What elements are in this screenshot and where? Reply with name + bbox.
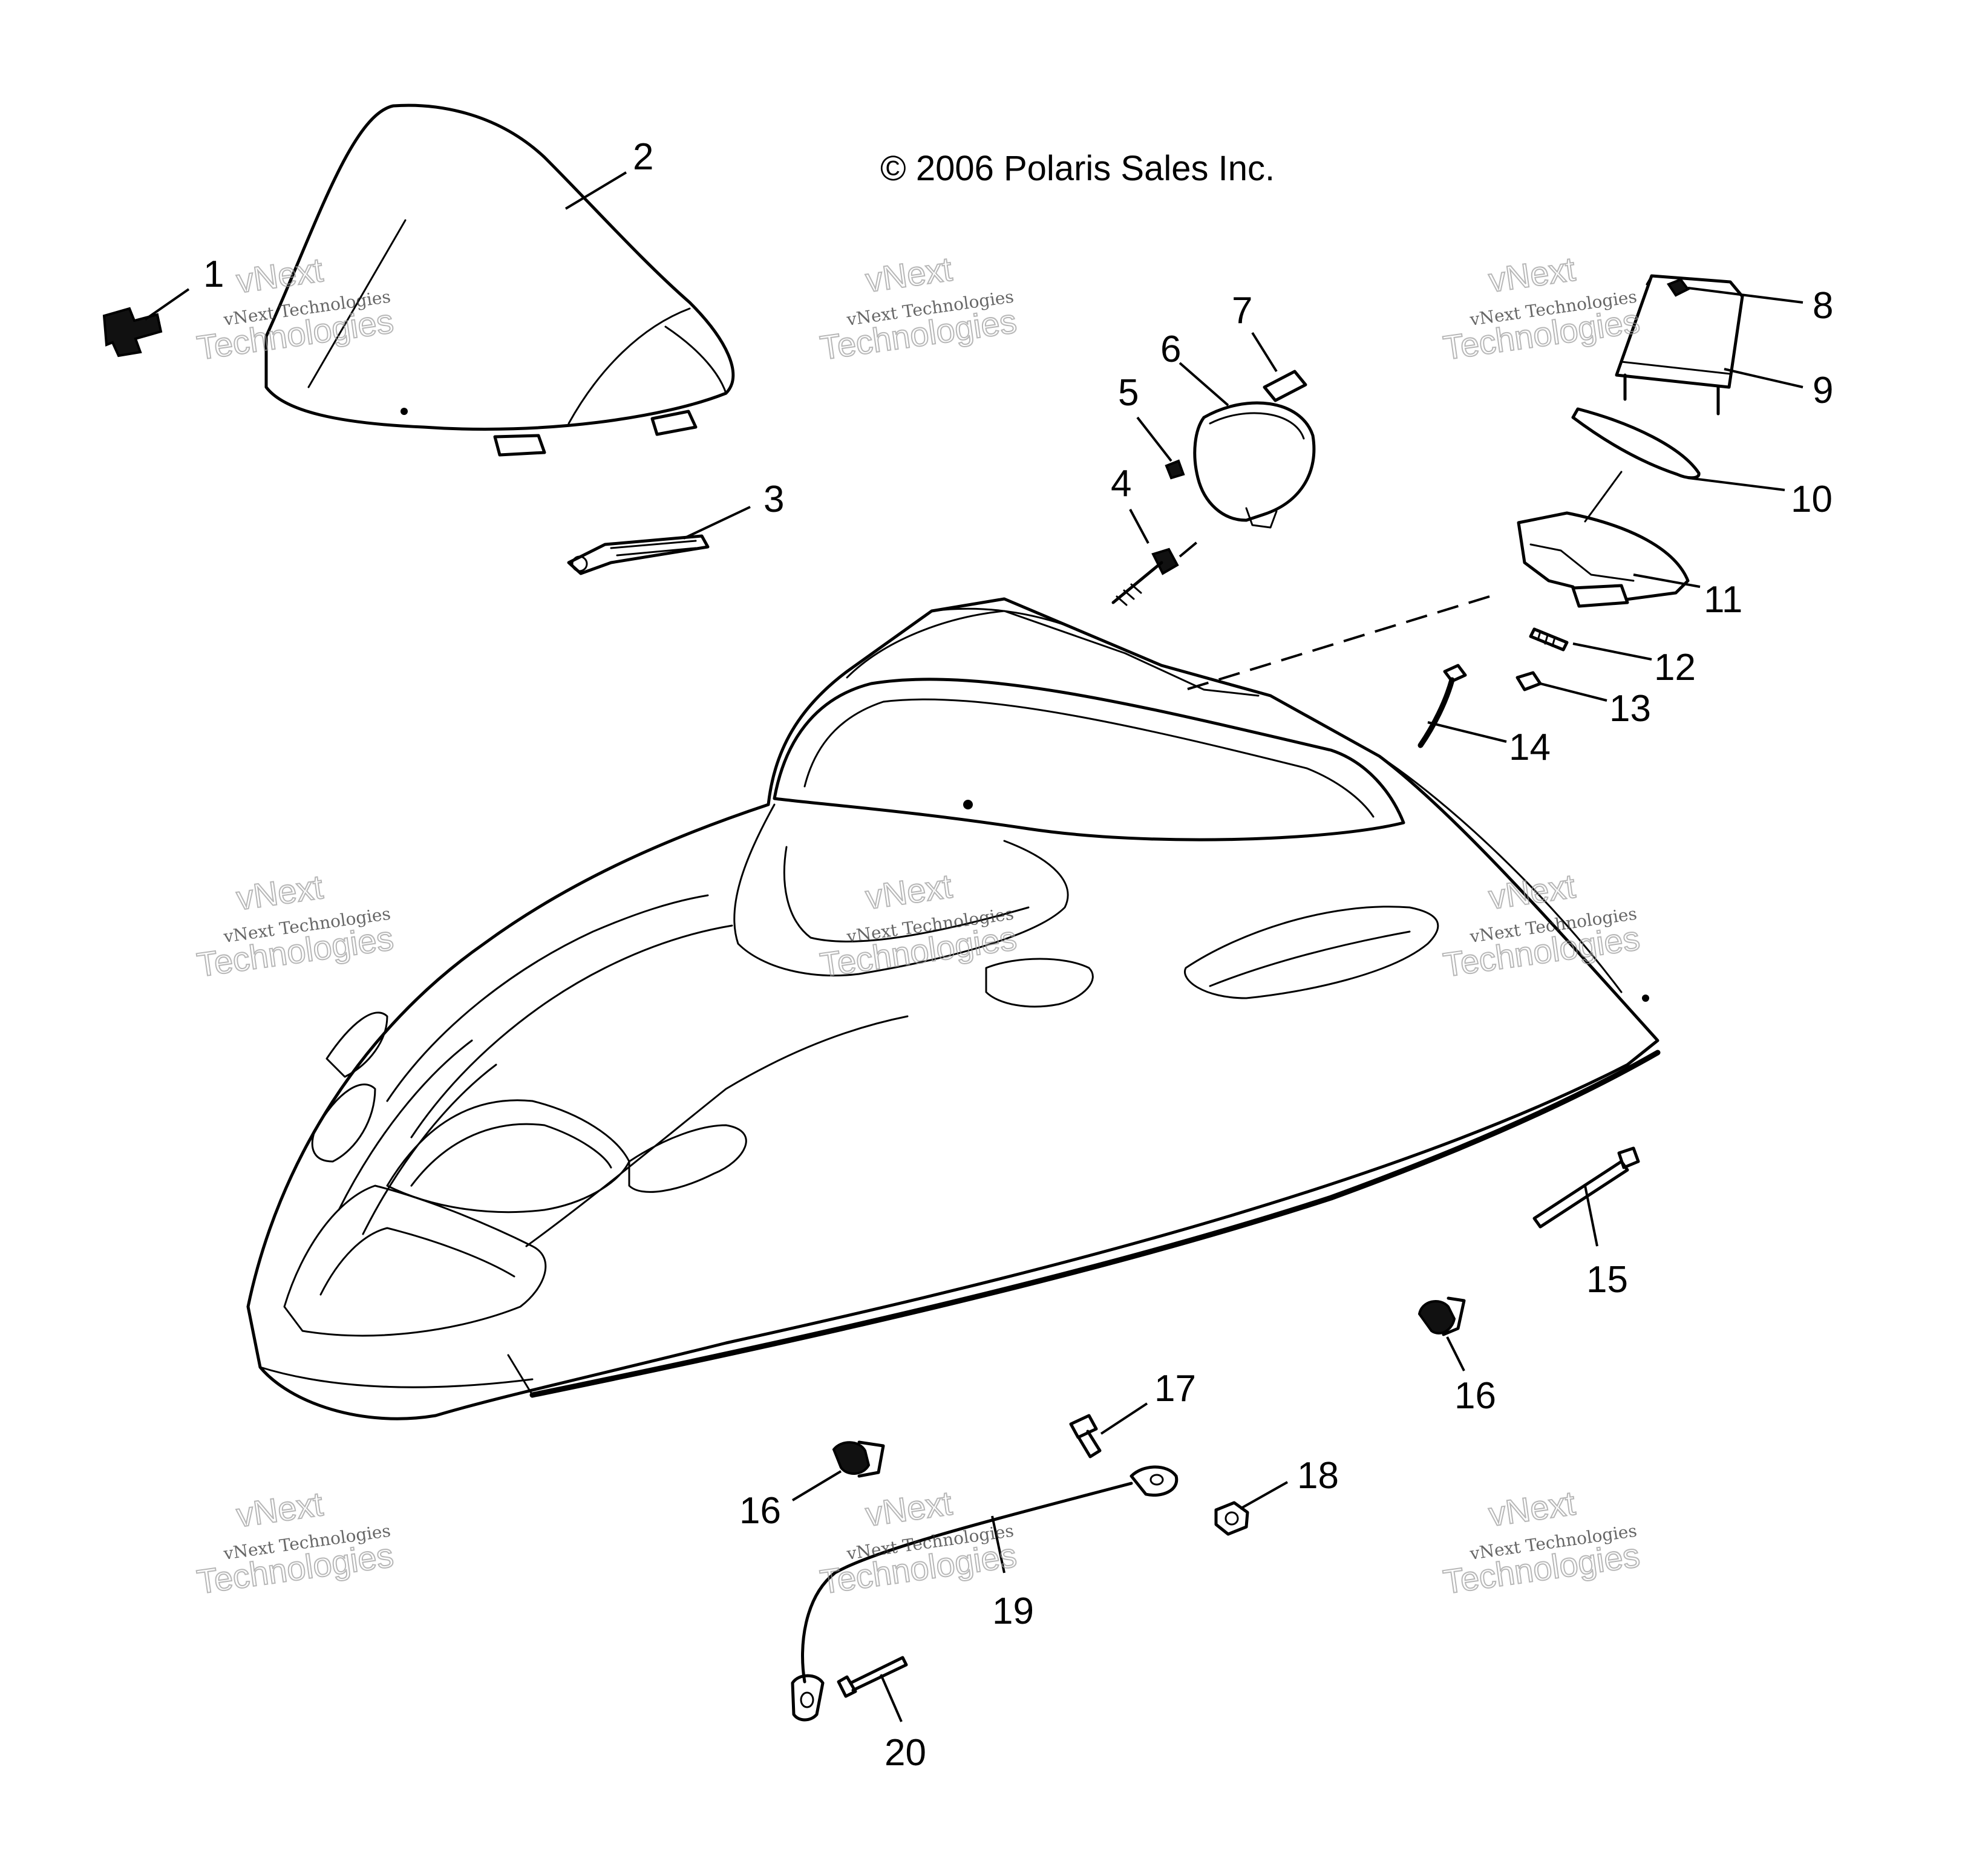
callout-12: 12 xyxy=(1654,647,1696,688)
watermark-4: vNext Technologies vNext Technologies xyxy=(194,867,396,985)
watermark-8: vNext Technologies vNext Technologies xyxy=(817,1483,1019,1602)
watermark-2: vNext Technologies vNext Technologies xyxy=(817,249,1019,368)
svg-text:vNext: vNext xyxy=(863,1484,955,1534)
part-5-clip xyxy=(1136,416,1185,480)
callout-1: 1 xyxy=(203,253,224,295)
copyright-text: © 2006 Polaris Sales Inc. xyxy=(880,149,1275,188)
svg-text:vNext: vNext xyxy=(863,250,955,299)
hood-body xyxy=(246,597,1661,1420)
callout-17: 17 xyxy=(1154,1368,1196,1410)
callout-4: 4 xyxy=(1111,463,1131,505)
callout-11: 11 xyxy=(1704,579,1742,621)
callout-5: 5 xyxy=(1118,372,1139,414)
part-3-strap xyxy=(567,506,751,575)
part-13-nut xyxy=(1516,671,1607,702)
callout-8: 8 xyxy=(1813,285,1833,327)
watermark-6: vNext Technologies vNext Technologies xyxy=(1440,866,1643,985)
svg-text:vNext: vNext xyxy=(1486,867,1578,916)
callout-2: 2 xyxy=(633,136,653,178)
part-19-tether xyxy=(791,1465,1179,1722)
part-6-ring xyxy=(1179,362,1316,529)
callout-3: 3 xyxy=(763,479,784,520)
part-4-connector xyxy=(1111,509,1199,606)
part-16-clip-left xyxy=(791,1440,885,1501)
svg-text:vNext: vNext xyxy=(234,1485,325,1534)
part-18-nut xyxy=(1214,1481,1288,1536)
svg-text:vNext: vNext xyxy=(863,867,955,916)
callout-7: 7 xyxy=(1232,290,1252,332)
svg-text:vNext: vNext xyxy=(1486,1484,1578,1534)
part-9-cover xyxy=(1615,274,1803,416)
svg-text:vNext: vNext xyxy=(1486,250,1578,299)
callout-15: 15 xyxy=(1586,1259,1628,1301)
callout-18: 18 xyxy=(1297,1455,1339,1497)
callout-9: 9 xyxy=(1813,370,1833,411)
part-1-fastener xyxy=(102,288,190,358)
watermark-5: vNext Technologies vNext Technologies xyxy=(817,866,1019,985)
watermark-7: vNext Technologies vNext Technologies xyxy=(194,1484,396,1602)
part-15-cable-tie xyxy=(1532,1146,1640,1247)
part-16-clip-right xyxy=(1417,1296,1466,1371)
part-20-rivet xyxy=(837,1656,908,1722)
part-10-lens xyxy=(1571,407,1785,523)
callout-13: 13 xyxy=(1609,688,1651,730)
part-11-housing xyxy=(1517,511,1701,608)
part-8-screw xyxy=(1666,278,1803,304)
part-12-spring xyxy=(1529,627,1652,661)
watermark-9: vNext Technologies vNext Technologies xyxy=(1440,1483,1643,1602)
part-7-plug xyxy=(1251,332,1307,402)
callout-19: 19 xyxy=(992,1590,1034,1632)
watermark-3: vNext Technologies vNext Technologies xyxy=(1440,249,1643,368)
part-2-windshield xyxy=(264,103,735,457)
part-17-bolt xyxy=(1069,1402,1148,1459)
callout-10: 10 xyxy=(1791,479,1833,520)
dashed-assembly-line xyxy=(1185,595,1490,691)
callout-20: 20 xyxy=(884,1732,926,1774)
callout-16-left: 16 xyxy=(739,1490,781,1532)
svg-text:vNext: vNext xyxy=(234,250,325,300)
callout-14: 14 xyxy=(1509,727,1551,768)
callout-6: 6 xyxy=(1160,328,1181,370)
part-14-cable xyxy=(1417,664,1507,748)
svg-text:vNext: vNext xyxy=(234,867,325,917)
callout-16-right: 16 xyxy=(1454,1375,1496,1417)
